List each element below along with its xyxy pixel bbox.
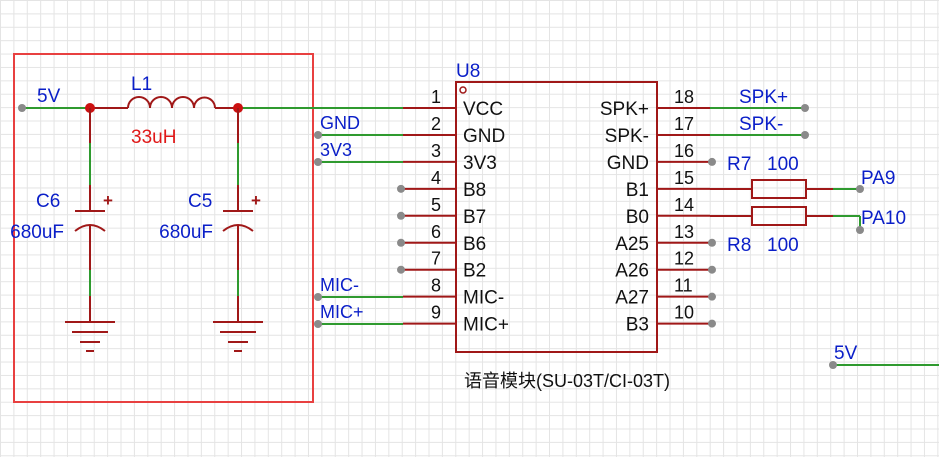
r8-value: 100 bbox=[767, 235, 799, 256]
u8-pin-number: 3 bbox=[431, 141, 441, 161]
u8-pin-end[interactable] bbox=[708, 238, 716, 247]
u8-pin-end[interactable] bbox=[708, 319, 716, 328]
r7-value: 100 bbox=[767, 154, 799, 175]
inductor-ref: L1 bbox=[131, 74, 152, 95]
u8-pin-name: B8 bbox=[463, 180, 486, 201]
u8-pin-number: 7 bbox=[431, 249, 441, 269]
inductor-value: 33uH bbox=[131, 127, 176, 148]
u8-pin-number: 1 bbox=[431, 87, 441, 107]
net-port-5v-right[interactable] bbox=[829, 361, 837, 369]
net-port-pa10[interactable] bbox=[856, 226, 864, 234]
u8-pin-name: A27 bbox=[615, 288, 649, 309]
c6-ref: C6 bbox=[36, 191, 60, 212]
u8-pin-end[interactable] bbox=[397, 265, 405, 274]
u8-pin-name: B2 bbox=[463, 261, 486, 282]
u8-pin-number: 6 bbox=[431, 222, 441, 242]
u8-pin-name: B6 bbox=[463, 234, 486, 255]
net-label-spk-plus: SPK+ bbox=[739, 87, 788, 108]
capacitor-c6[interactable] bbox=[65, 108, 115, 352]
r8-ref: R8 bbox=[727, 235, 751, 256]
u8-pin-number: 12 bbox=[674, 249, 694, 269]
u8-pin-end[interactable] bbox=[397, 211, 405, 220]
net-label-3v3: 3V3 bbox=[320, 140, 352, 160]
u8-pin-number: 4 bbox=[431, 168, 441, 188]
u8-pin-name: B0 bbox=[626, 207, 649, 228]
u8-pin-name: B3 bbox=[626, 315, 649, 336]
net-label-pa10: PA10 bbox=[861, 208, 906, 229]
r7-ref: R7 bbox=[727, 154, 751, 175]
capacitor-c5[interactable] bbox=[213, 108, 263, 352]
u8-pin-name: 3V3 bbox=[463, 153, 497, 174]
c6-value: 680uF bbox=[10, 222, 64, 243]
c5-value: 680uF bbox=[159, 222, 213, 243]
u8-pin-end[interactable] bbox=[708, 292, 716, 301]
net-label-5v: 5V bbox=[37, 86, 61, 107]
net-port-spk-plus[interactable] bbox=[801, 104, 809, 112]
net-port-spk-minus[interactable] bbox=[801, 131, 809, 139]
power-section-frame bbox=[13, 53, 314, 403]
u8-pin-number: 10 bbox=[674, 303, 694, 323]
c5-ref: C5 bbox=[188, 191, 212, 212]
net-label-mic-minus: MIC- bbox=[320, 275, 359, 295]
u8-pin-number: 2 bbox=[431, 114, 441, 134]
net-label-gnd: GND bbox=[320, 113, 360, 133]
u8-pin-name: SPK- bbox=[605, 126, 649, 147]
u8-pin-name: GND bbox=[463, 126, 505, 147]
c6-polarity: + bbox=[103, 191, 113, 210]
resistor-r7[interactable] bbox=[710, 179, 833, 199]
u8-pin-name: SPK+ bbox=[600, 99, 649, 120]
u8-pin-number: 18 bbox=[674, 87, 694, 107]
u8-pin-end[interactable] bbox=[708, 265, 716, 274]
net-label-mic-plus: MIC+ bbox=[320, 302, 364, 322]
u8-pin-number: 9 bbox=[431, 303, 441, 323]
net-label-spk-minus: SPK- bbox=[739, 114, 783, 135]
net-port-mic-minus[interactable] bbox=[314, 293, 322, 301]
net-port-mic-plus[interactable] bbox=[314, 320, 322, 328]
net-label-5v-right: 5V bbox=[834, 343, 858, 364]
u8-ref: U8 bbox=[456, 61, 480, 82]
u8-pin-number: 17 bbox=[674, 114, 694, 134]
u8-pin-end[interactable] bbox=[708, 157, 716, 166]
u8-pin-name: A25 bbox=[615, 234, 649, 255]
u8-pin-number: 11 bbox=[674, 276, 693, 296]
u8-pin-name: MIC- bbox=[463, 288, 504, 309]
u8-pin-end[interactable] bbox=[397, 238, 405, 247]
u8-pin-number: 13 bbox=[674, 222, 694, 242]
u8-pin-number: 5 bbox=[431, 195, 441, 215]
net-port-gnd[interactable] bbox=[314, 131, 322, 139]
u8-pin-name: B1 bbox=[626, 180, 649, 201]
u8-pin-name: VCC bbox=[463, 99, 503, 120]
net-port-3v3[interactable] bbox=[314, 158, 322, 166]
inductor-coil-symbol[interactable] bbox=[127, 96, 216, 109]
net-label-pa9: PA9 bbox=[861, 168, 896, 189]
net-port-5v[interactable] bbox=[18, 104, 26, 112]
u8-pin-number: 15 bbox=[674, 168, 694, 188]
resistor-r8[interactable] bbox=[710, 206, 833, 226]
u8-pin-number: 14 bbox=[674, 195, 694, 215]
module-caption: 语音模块(SU-03T/CI-03T) bbox=[464, 371, 670, 391]
net-port-pa9[interactable] bbox=[856, 185, 864, 193]
u8-pin-number: 16 bbox=[674, 141, 694, 161]
pin1-marker bbox=[459, 86, 467, 94]
u8-body[interactable] bbox=[455, 81, 658, 353]
u8-pin-name: A26 bbox=[615, 261, 649, 282]
u8-pin-end[interactable] bbox=[397, 184, 405, 193]
u8-pin-name: MIC+ bbox=[463, 315, 509, 336]
u8-pin-name: GND bbox=[607, 153, 649, 174]
u8-pin-number: 8 bbox=[431, 276, 441, 296]
u8-pin-name: B7 bbox=[463, 207, 486, 228]
c5-polarity: + bbox=[251, 191, 261, 210]
